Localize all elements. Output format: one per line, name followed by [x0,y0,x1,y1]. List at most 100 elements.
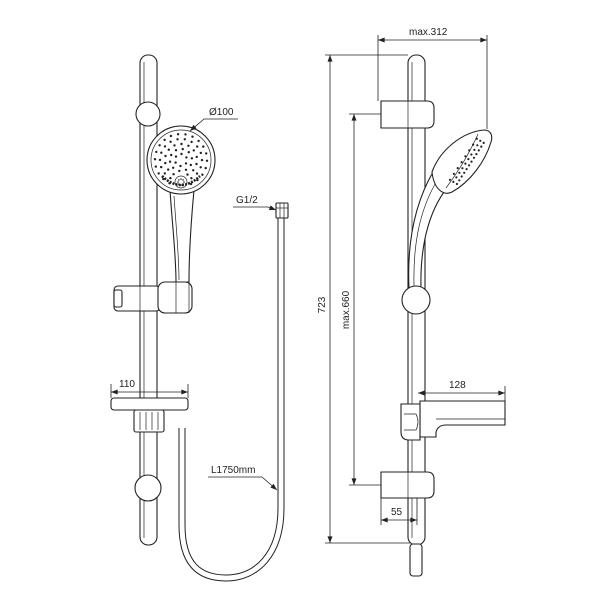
soap-dish-clip-side [400,403,421,441]
shower-hose [178,218,285,582]
shower-head-rim [146,125,216,195]
upper-wall-bracket [380,100,435,129]
dimension-label: 110 [119,379,135,390]
spray-nozzle-dot [200,158,204,162]
spray-nozzle-dot [204,166,207,170]
spray-nozzle-dot [473,148,476,151]
spray-nozzle-dot [155,150,158,154]
spray-nozzle-dot [164,161,167,165]
spray-nozzle-dot [205,152,208,155]
spray-nozzle-dot [173,144,176,147]
spray-nozzle-dot [190,140,193,144]
hose-inner [179,218,284,581]
spray-nozzle-dot [153,158,157,161]
spray-nozzle-dot [180,152,183,156]
spray-nozzle-dot [163,172,166,175]
spray-selector-ring [174,175,188,189]
spray-nozzle-dot [162,177,165,181]
spray-nozzle-dot [179,164,182,168]
dimension-label: 723 [317,296,328,313]
spray-nozzle-dot [170,153,173,157]
leader-head-diameter: Ø100 [189,107,238,132]
spray-nozzle-dot [160,151,163,154]
rail-end-piece [409,543,423,577]
spray-nozzle-dot [190,177,193,180]
spray-nozzle-dot [472,143,475,146]
spray-nozzle-dot [465,168,468,171]
dimension-label: max.312 [409,27,448,38]
spray-nozzle-dot [169,176,172,180]
spray-nozzle-dot [154,165,157,168]
spray-nozzle-dot [167,168,170,171]
leader-line [233,205,277,211]
spray-nozzle-dot [196,145,199,148]
spray-nozzle-dot [475,153,478,156]
spray-mode-arc [161,175,201,187]
spray-nozzle-dot [448,178,452,181]
dimension-bracket-projection: 55 [380,498,418,525]
spray-nozzle-dot [160,165,163,169]
dimension-total-height: 723 [317,54,410,544]
spray-nozzle-dot [458,171,461,174]
spray-nozzle-dot [195,162,198,166]
spray-nozzle-dot [482,141,485,144]
spray-nozzle-dot [195,172,199,175]
spray-nozzle-dot [180,178,182,180]
spray-nozzle-dot [468,164,471,167]
spray-nozzle-dot [163,145,167,148]
spray-nozzle-dot [460,175,463,178]
spray-nozzle-dot [176,138,179,141]
spray-nozzle-dot [168,160,172,163]
handle-inner-edge [173,195,180,281]
spray-nozzle-dot [470,160,473,163]
dimension-max-bracket-spacing: max.660 [341,113,381,486]
leader-hose-length: L1750mm [208,465,278,491]
spray-nozzle-dot [470,153,473,156]
lower-bracket-knob [134,474,162,502]
spray-nozzle-dot [477,149,480,152]
handle-cup [157,281,193,314]
spray-nozzle-dot [468,149,471,152]
spray-nozzle-dot [189,163,192,167]
side-view: max.312 723 max.660 128 55 [317,27,506,577]
spray-nozzle-dot [176,133,180,136]
dimension-label: 55 [391,507,403,518]
spray-nozzle-dot [183,138,186,141]
spray-nozzle-dot [455,176,458,179]
hand-shower-handle [169,189,195,283]
shower-head-front [146,125,216,195]
soap-dish-plate [110,397,189,411]
spray-nozzle-dot [172,166,175,169]
spray-nozzle-dot [187,144,190,147]
spray-nozzle-dot [201,173,204,176]
spray-nozzle-dot [452,180,455,183]
spray-nozzle-dot [157,172,160,175]
spray-nozzle-dot [184,133,187,136]
spray-nozzle-dot [186,173,189,176]
spray-nozzle-dot [199,151,202,155]
hose-connector [275,202,289,219]
spray-nozzle-dot [163,138,166,142]
spray-nozzle-dot [197,139,200,143]
slider-tab [113,289,123,308]
lower-wall-bracket [380,471,435,499]
spray-nozzle-dot [167,148,170,151]
spray-nozzle-dot [452,172,455,175]
spray-nozzle-dot [185,156,188,159]
leader-connector-thread: G1/2 [233,195,277,211]
slider-knob-side [401,285,431,315]
spray-nozzle-dot [458,179,461,182]
spray-nozzle-dot [455,182,458,186]
dimension-label: 128 [449,380,466,391]
spray-nozzle-dot [158,158,162,162]
spray-nozzle-dot [190,157,194,160]
soap-dish-side [400,400,506,441]
spray-nozzle-dot [181,147,184,151]
hose-outline [178,218,285,582]
spray-nozzle-dot [178,169,181,173]
spray-nozzle-dot [191,135,194,138]
handle-inner-edge [413,178,439,287]
upper-bracket-knob [135,101,161,127]
front-view: 110 Ø100 G1/2 L1750mm [110,54,289,582]
